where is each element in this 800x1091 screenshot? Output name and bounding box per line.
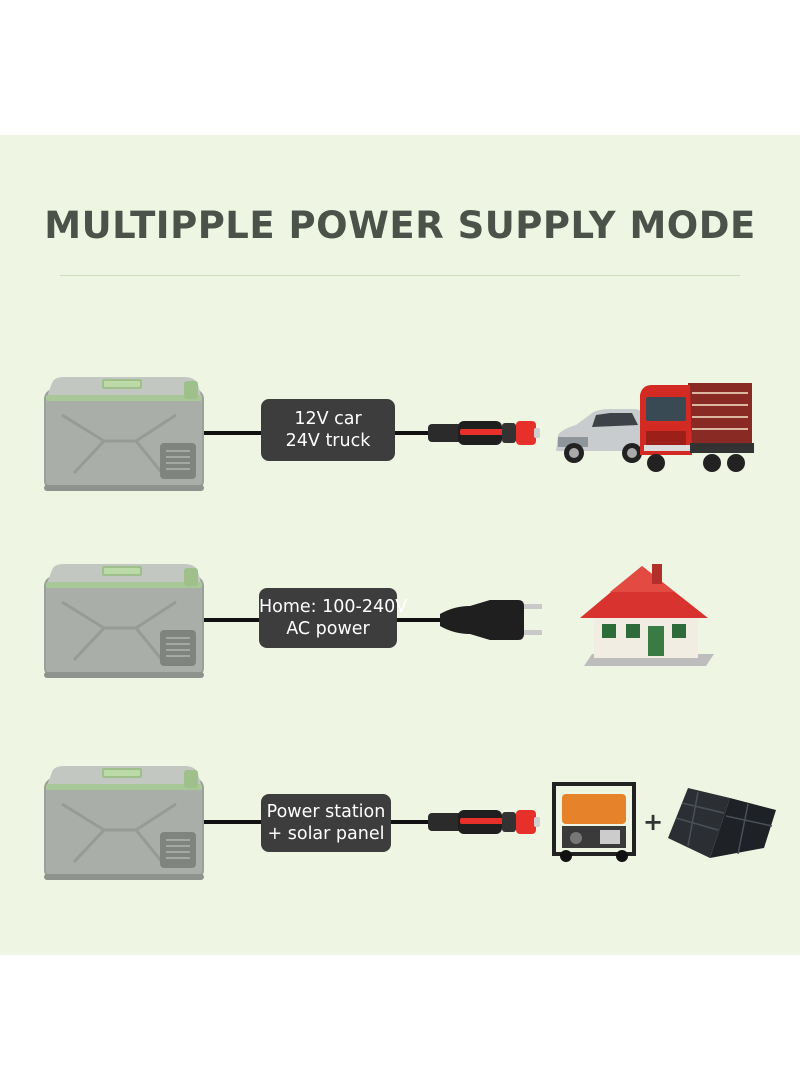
mode-row-car: 12V car 24V truck bbox=[0, 375, 800, 495]
car-plug-icon bbox=[428, 810, 540, 834]
house-icon bbox=[580, 564, 714, 666]
car-plug-icon bbox=[428, 421, 540, 445]
mode-label-line1: Power station bbox=[266, 802, 386, 822]
title-divider bbox=[60, 275, 740, 276]
mode-label-solar: Power station + solar panel bbox=[261, 794, 391, 852]
mode-label-car: 12V car 24V truck bbox=[261, 399, 395, 461]
mode-label-home: Home: 100-240V AC power bbox=[259, 588, 408, 648]
car-fridge-icon bbox=[42, 375, 206, 493]
page-title: MULTIPPLE POWER SUPPLY MODE bbox=[44, 204, 756, 247]
car-mode-graphic bbox=[42, 375, 754, 493]
mode-label-line2: AC power bbox=[286, 619, 370, 639]
solar-mode-graphic bbox=[42, 764, 776, 882]
home-mode-graphic bbox=[42, 562, 714, 680]
truck-icon bbox=[640, 383, 754, 472]
car-icon bbox=[556, 409, 648, 463]
mode-label-line2: 24V truck bbox=[285, 431, 371, 451]
home-fridge-icon bbox=[42, 562, 206, 680]
generator-icon bbox=[552, 782, 636, 862]
mode-row-solar: Power station + solar panel + bbox=[0, 764, 800, 884]
mode-label-line1: 12V car bbox=[294, 409, 362, 429]
plus-sign: + bbox=[643, 808, 664, 836]
mode-row-home: Home: 100-240V AC power bbox=[0, 562, 800, 682]
ac-plug-icon bbox=[440, 600, 542, 640]
mode-label-line2: + solar panel bbox=[267, 824, 385, 844]
mode-label-line1: Home: 100-240V bbox=[259, 597, 408, 617]
solar-fridge-icon bbox=[42, 764, 206, 882]
solar-panel-icon bbox=[668, 788, 776, 858]
